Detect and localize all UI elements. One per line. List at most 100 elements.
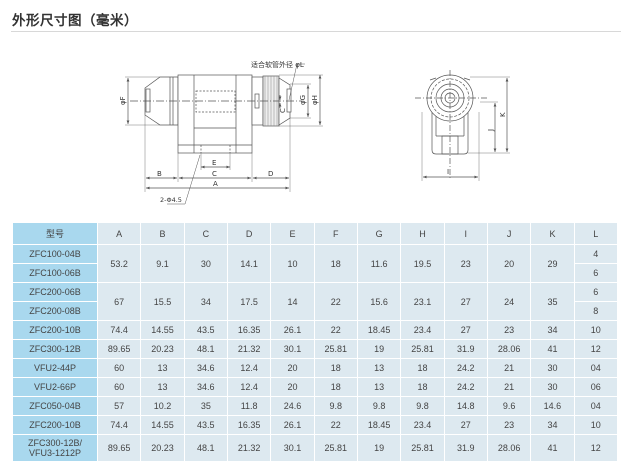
value-cell: 23	[443, 244, 488, 283]
value-cell: 21.32	[226, 434, 272, 462]
value-cell: 19.5	[400, 244, 445, 283]
value-cell: 24.2	[443, 377, 488, 397]
value-cell: 12.4	[226, 358, 272, 378]
value-cell: 20	[486, 244, 532, 283]
value-cell: 18	[313, 358, 358, 378]
value-cell: 9.8	[400, 396, 445, 416]
dim-h-label: φH	[311, 95, 319, 105]
hose-diameter-label: 适合软管外径 φL	[251, 60, 304, 69]
value-cell: 8	[573, 301, 619, 321]
dim-f-label: φF	[119, 96, 127, 105]
value-cell: 15.6	[356, 282, 402, 321]
value-cell: 53.2	[96, 244, 142, 283]
value-cell: 35	[530, 282, 575, 321]
value-cell: 74.4	[96, 320, 142, 340]
value-cell: 25.81	[400, 339, 445, 359]
table-row: ZFC200-08B 8	[12, 301, 619, 321]
value-cell: 06	[573, 377, 619, 397]
value-cell: 25.81	[313, 339, 358, 359]
value-cell: 48.1	[183, 434, 228, 462]
value-cell: 13	[356, 358, 402, 378]
value-cell: 04	[573, 358, 619, 378]
value-cell: 22	[313, 320, 358, 340]
value-cell: 12.4	[226, 377, 272, 397]
value-cell: 29	[530, 244, 575, 283]
dim-d-label: D	[268, 170, 273, 178]
dim-b-label: B	[157, 170, 162, 178]
value-cell: 28.06	[486, 434, 532, 462]
value-cell: 21.32	[226, 339, 272, 359]
value-cell: 9.8	[356, 396, 402, 416]
value-cell: 25.81	[400, 434, 445, 462]
value-cell: 74.4	[96, 415, 142, 435]
value-cell: 9.1	[140, 244, 185, 283]
value-cell: 26.1	[270, 415, 315, 435]
value-cell: 34.6	[183, 358, 228, 378]
value-cell: 48.1	[183, 339, 228, 359]
value-cell: 19	[356, 434, 402, 462]
value-cell: 27	[443, 320, 488, 340]
value-cell: 14.55	[140, 320, 185, 340]
page-title: 外形尺寸图（毫米）	[12, 13, 138, 29]
dim-a-label: A	[213, 180, 218, 188]
column-header: B	[140, 222, 185, 245]
value-cell: 19	[356, 339, 402, 359]
value-cell: 18.45	[356, 415, 402, 435]
dim-c2-label: C	[279, 108, 287, 113]
value-cell: 30	[183, 244, 228, 283]
value-cell: 17.5	[226, 282, 272, 321]
model-cell: ZFC200-08B	[12, 301, 98, 321]
value-cell: 31.9	[443, 434, 488, 462]
value-cell: 23.1	[400, 282, 445, 321]
model-cell: ZFC050-04B	[12, 396, 98, 416]
title-divider	[11, 31, 621, 32]
column-header: F	[313, 222, 358, 245]
value-cell: 18	[313, 244, 358, 283]
value-cell: 20.23	[140, 339, 185, 359]
dim-i-label: I	[447, 168, 449, 176]
column-header: J	[486, 222, 532, 245]
model-cell: ZFC100-06B	[12, 263, 98, 283]
value-cell: 30.1	[270, 434, 315, 462]
value-cell: 6	[573, 282, 619, 302]
value-cell: 4	[573, 244, 619, 264]
value-cell: 23.4	[400, 320, 445, 340]
model-cell: VFU2-44P	[12, 358, 98, 378]
model-cell: ZFC200-06B	[12, 282, 98, 302]
value-cell: 35	[183, 396, 228, 416]
value-cell: 28.06	[486, 339, 532, 359]
value-cell: 14.6	[530, 396, 575, 416]
value-cell: 24	[486, 282, 532, 321]
model-cell: ZFC200-10B	[12, 320, 98, 340]
value-cell: 11.8	[226, 396, 272, 416]
value-cell: 41	[530, 434, 575, 462]
value-cell: 13	[356, 377, 402, 397]
value-cell: 18	[400, 377, 445, 397]
mounting-hole-label: 2-Φ4.5	[160, 196, 182, 204]
column-header: E	[270, 222, 315, 245]
value-cell: 14.8	[443, 396, 488, 416]
end-view: I J K	[415, 70, 510, 181]
value-cell: 21	[486, 358, 532, 378]
value-cell: 12	[573, 434, 619, 462]
value-cell: 34	[183, 282, 228, 321]
value-cell: 13	[140, 358, 185, 378]
side-view: 适合软管外径 φL 2-Φ4.5 B C D A E φF φH φG C	[119, 60, 323, 205]
value-cell: 30.1	[270, 339, 315, 359]
value-cell: 9.6	[486, 396, 532, 416]
value-cell: 25.81	[313, 434, 358, 462]
dim-j-label: J	[487, 129, 495, 132]
dimension-drawing: 适合软管外径 φL 2-Φ4.5 B C D A E φF φH φG C I …	[119, 60, 510, 205]
dim-c-label: C	[212, 170, 217, 178]
value-cell: 30	[530, 377, 575, 397]
value-cell: 24.6	[270, 396, 315, 416]
value-cell: 60	[96, 358, 142, 378]
value-cell: 13	[140, 377, 185, 397]
column-header: 型号	[12, 222, 98, 245]
column-header: H	[400, 222, 445, 245]
